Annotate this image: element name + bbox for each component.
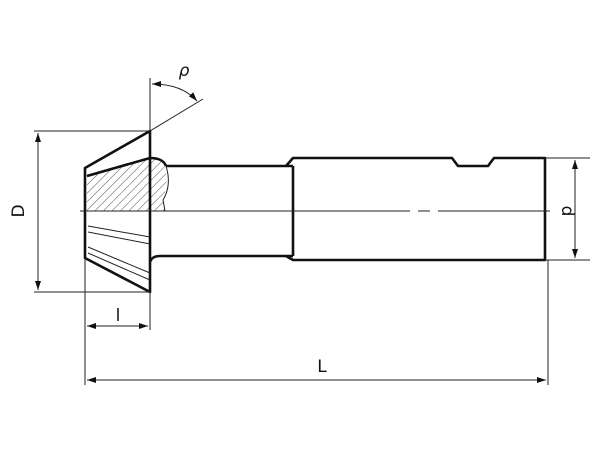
dimension-D: D [9, 130, 150, 293]
label-L: L [317, 357, 327, 377]
dimension-d: d [545, 157, 590, 261]
neck [160, 164, 293, 258]
dimension-L: L [87, 260, 549, 385]
label-rho: ρ [179, 61, 190, 81]
angle-rho: ρ [149, 61, 204, 132]
shank [285, 156, 547, 262]
dimension-l: l [84, 258, 151, 385]
label-D: D [9, 204, 29, 217]
label-d: d [557, 206, 577, 217]
label-l: l [116, 306, 121, 326]
